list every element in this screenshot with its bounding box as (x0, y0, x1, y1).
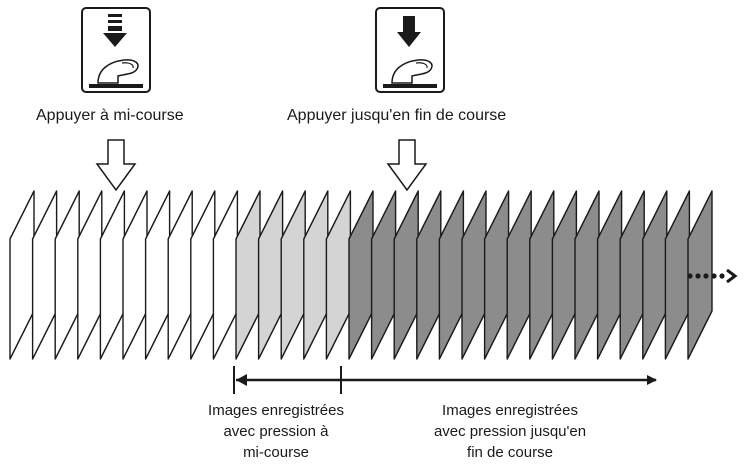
frame-full-press (551, 190, 578, 360)
frame-white (99, 190, 126, 360)
hollow-down-arrow-icon (386, 139, 428, 192)
frame-white (31, 190, 58, 360)
frame-white (9, 190, 35, 360)
frame-white (167, 190, 193, 360)
frame-full-press (596, 190, 623, 360)
frame-full-press (348, 190, 374, 360)
timeline-arrow-start (236, 374, 247, 386)
frame-half-press (257, 190, 284, 360)
frame-white (54, 190, 80, 360)
shutter-full-press-icon (375, 7, 445, 93)
frame-half-press (280, 190, 306, 360)
frame-white (212, 190, 239, 360)
frame-stack (9, 190, 713, 360)
frame-full-press (438, 190, 465, 360)
frame-full-press (393, 190, 419, 360)
frame-full-press (461, 190, 487, 360)
frame-white (77, 190, 103, 360)
dotted-arrow-icon (687, 268, 738, 284)
frame-full-press (574, 190, 600, 360)
frame-full-press (619, 190, 645, 360)
full-press-label: Appuyer jusqu'en fin de course (287, 107, 507, 124)
frame-full-press (416, 190, 442, 360)
frame-white (122, 190, 148, 360)
full-press-caption: Images enregistrées avec pression jusqu'… (433, 402, 587, 461)
frame-full-press (370, 190, 397, 360)
frame-full-press (664, 190, 691, 360)
half-press-label: Appuyer à mi-course (36, 107, 184, 124)
frame-white (144, 190, 171, 360)
frame-full-press (506, 190, 532, 360)
frame-full-press (483, 190, 510, 360)
shutter-half-press-icon (81, 7, 151, 93)
frame-white (190, 190, 216, 360)
frame-half-press (303, 190, 329, 360)
half-press-caption: Images enregistrées avec pression à mi-c… (208, 402, 344, 461)
frame-full-press (529, 190, 555, 360)
hollow-down-arrow-icon (95, 139, 137, 192)
frame-half-press (325, 190, 352, 360)
frame-full-press (642, 190, 668, 360)
frame-half-press (235, 190, 261, 360)
